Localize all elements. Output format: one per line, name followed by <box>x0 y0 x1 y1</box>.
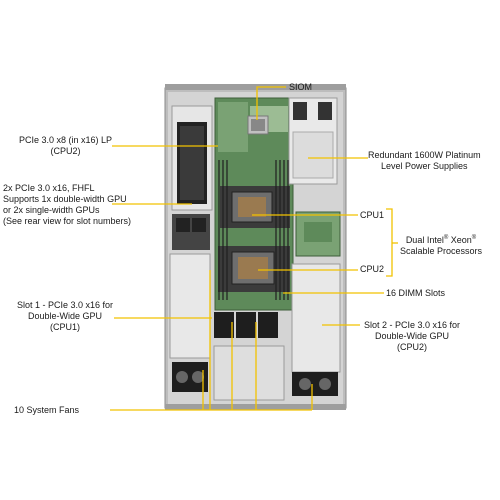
center-rear-module <box>213 345 285 401</box>
label-slot2-line3: (CPU2) <box>397 342 428 352</box>
cpu2-area <box>218 246 290 292</box>
gpu-slot-2 <box>291 263 341 373</box>
label-dual-xeon: Dual Intel® Xeon® Scalable Processors <box>400 235 482 257</box>
leader-lines <box>110 86 398 411</box>
label-slot1: Slot 1 - PCIe 3.0 x16 for Double-Wide GP… <box>17 300 113 333</box>
label-fans: 10 System Fans <box>14 405 80 415</box>
label-fhfl-line3: or 2x single-width GPUs <box>3 205 100 215</box>
cpu1-area <box>220 186 290 228</box>
dual-xeon-reg1: ® <box>443 235 449 241</box>
label-fhfl-line2: Supports 1x double-width GPU <box>3 194 127 204</box>
label-slot2-line1: Slot 2 - PCIe 3.0 x16 for <box>364 320 461 330</box>
dual-xeon-pre: Dual Intel <box>405 235 444 245</box>
label-psu-line1: Redundant 1600W Platinum <box>368 150 481 160</box>
label-fhfl-line4: (See rear view for slot numbers) <box>3 216 132 226</box>
riser-board <box>295 211 341 257</box>
label-psu: Redundant 1600W Platinum Level Power Sup… <box>368 150 481 172</box>
label-pcie-lp-line1: PCIe 3.0 x8 (in x16) LP <box>18 135 112 145</box>
system-fans <box>172 312 338 396</box>
label-fhfl: 2x PCIe 3.0 x16, FHFL Supports 1x double… <box>3 183 131 227</box>
dual-xeon-post: Xeon <box>448 235 472 245</box>
label-slot2: Slot 2 - PCIe 3.0 x16 for Double-Wide GP… <box>364 320 460 353</box>
label-pcie-lp-line2: (CPU2) <box>50 146 81 156</box>
label-slot1-line2: Double-Wide GPU <box>28 311 103 321</box>
gpu-slot-1 <box>169 214 211 359</box>
label-pcie-lp: PCIe 3.0 x8 (in x16) LP (CPU2) <box>19 135 112 157</box>
label-psu-line2: Level Power Supplies <box>381 161 468 171</box>
label-slot1-line3: (CPU1) <box>50 322 81 332</box>
label-cpu1: CPU1 <box>360 210 385 220</box>
siom-module <box>247 115 269 135</box>
label-dual-xeon-line2: Scalable Processors <box>400 246 483 256</box>
label-siom: SIOM <box>289 82 313 92</box>
lp-pcie-slot <box>171 105 213 211</box>
power-supplies <box>288 97 338 185</box>
dimm-slots <box>218 160 289 300</box>
dual-xeon-reg2: ® <box>471 235 477 241</box>
label-slot2-line2: Double-Wide GPU <box>375 331 450 341</box>
label-cpu2: CPU2 <box>360 264 385 274</box>
label-dual-xeon-line1: Dual Intel® Xeon® <box>400 235 482 246</box>
label-dimm: 16 DIMM Slots <box>386 288 446 298</box>
label-fhfl-line1: 2x PCIe 3.0 x16, FHFL <box>3 183 95 193</box>
label-slot1-line1: Slot 1 - PCIe 3.0 x16 for <box>17 300 114 310</box>
